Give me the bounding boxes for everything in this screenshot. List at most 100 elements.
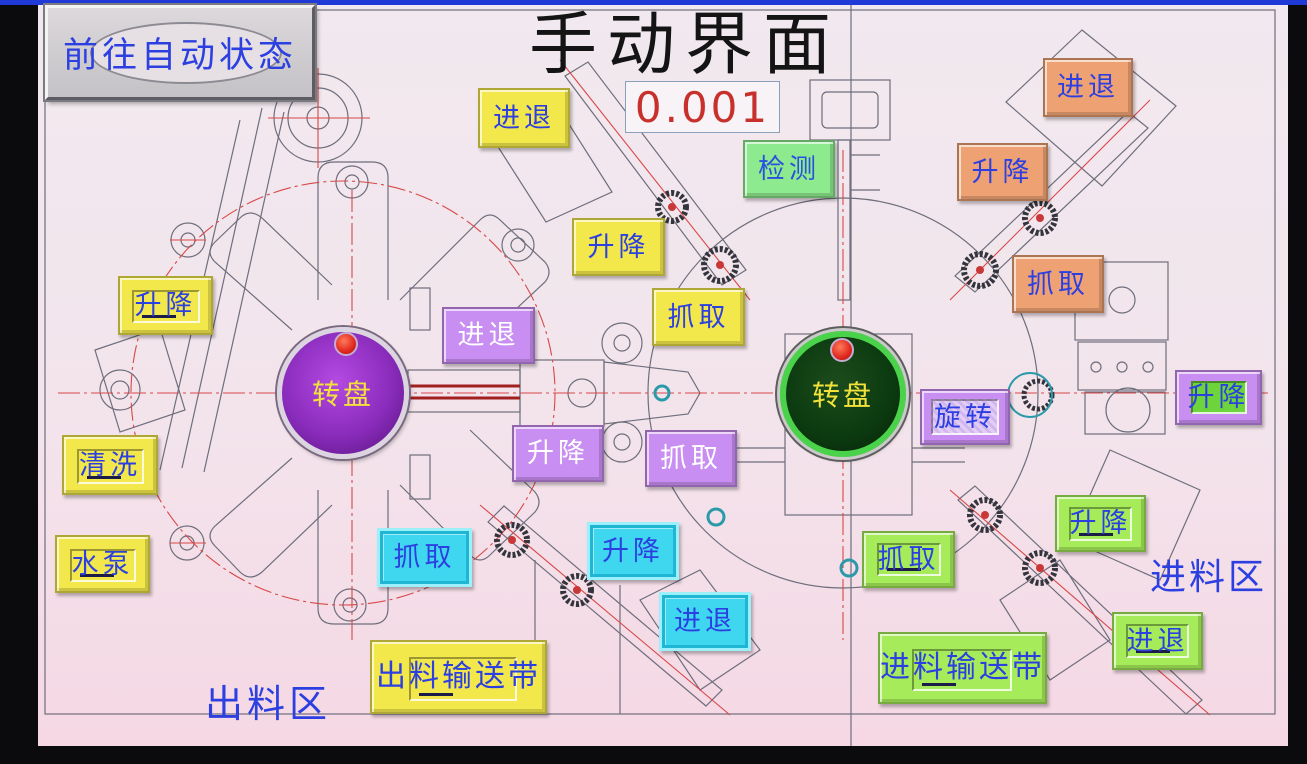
- right-station-lift-button[interactable]: 升降: [1175, 370, 1262, 425]
- arm-orange: [955, 112, 1148, 292]
- bolt-circle: [111, 381, 129, 399]
- gears: [497, 193, 1055, 604]
- orange-arm-grab-button[interactable]: 抓取: [1012, 255, 1104, 313]
- right-turntable-button[interactable]: 转盘: [780, 331, 906, 457]
- yellow-arm-grab-button[interactable]: 抓取: [652, 288, 745, 346]
- purple-arm-grab-label: 抓取: [660, 443, 722, 474]
- gear-hub: [573, 586, 581, 594]
- gear-outline: [964, 254, 996, 286]
- holder-top-right: [400, 215, 549, 352]
- goto-auto-mode-button[interactable]: 前往自动状态: [45, 5, 315, 100]
- left-turntable-label: 转盘: [311, 378, 374, 411]
- carriage-wheel: [614, 434, 630, 450]
- holder-bottom: [318, 490, 388, 624]
- detect-button[interactable]: 检测: [743, 140, 835, 198]
- arm-centerline: [950, 100, 1150, 300]
- yellow-arm-advance-button[interactable]: 进退: [478, 88, 570, 148]
- yellow-arm-lift-button[interactable]: 升降: [572, 218, 665, 276]
- bolt-circle: [511, 238, 525, 252]
- pump-label: 水泵: [71, 548, 134, 580]
- station-spindle: [1106, 388, 1150, 432]
- purple-arm-advance-button[interactable]: 进退: [442, 307, 535, 364]
- slide-block: [410, 455, 430, 499]
- green-arm-lift-button[interactable]: 升降: [1055, 495, 1146, 552]
- button-inner-panel: [877, 543, 941, 576]
- right-turntable-indicator: [830, 338, 854, 362]
- arm-orange-head: [1006, 30, 1176, 186]
- arm-cyan: [488, 506, 722, 706]
- carriage-wheel: [614, 335, 630, 351]
- green-arm-advance-label: 进退: [1126, 625, 1189, 657]
- holder-top-left: [210, 213, 332, 330]
- readout-value: 0.001: [634, 82, 771, 132]
- outfeed-conveyor-label: 出料输送带: [376, 659, 541, 694]
- button-inner-panel: [409, 657, 517, 701]
- button-inner-panel: [1126, 624, 1189, 658]
- infeed-conveyor-label: 进料输送带: [880, 650, 1045, 685]
- purple-arm-grab-button[interactable]: 抓取: [645, 430, 737, 487]
- station-lower: [1085, 392, 1165, 434]
- pump-button[interactable]: 水泵: [55, 535, 150, 593]
- inspection-window: [822, 92, 878, 128]
- arm-centerline: [560, 60, 750, 300]
- yellow-arm-lift-label: 升降: [587, 231, 650, 263]
- orange-arm-advance-button[interactable]: 进退: [1043, 58, 1133, 117]
- left-station-lift-label: 升降: [134, 290, 197, 321]
- page-title: 手动界面: [528, 6, 841, 85]
- infeed-conveyor-button[interactable]: 进料输送带: [878, 632, 1047, 704]
- gear-hub: [976, 266, 984, 274]
- right-turntable-label: 转盘: [811, 379, 874, 412]
- outfeed-conveyor-button[interactable]: 出料输送带: [370, 640, 547, 714]
- gear-hub: [1036, 214, 1044, 222]
- cyan-arm-grab-button[interactable]: 抓取: [377, 528, 472, 587]
- goto-auto-ellipse: [90, 22, 282, 84]
- bolt-circle: [100, 370, 140, 410]
- button-inner-panel: [132, 290, 200, 323]
- button-inner-panel: [912, 649, 1012, 691]
- arm-centerline: [480, 505, 730, 715]
- gripper-body: [604, 362, 700, 424]
- detect-label: 检测: [758, 153, 820, 185]
- cyan-arm-advance-label: 进退: [674, 606, 736, 637]
- purple-arm-lift-button[interactable]: 升降: [512, 425, 604, 482]
- gear-hub: [668, 203, 676, 211]
- station-block: [1078, 342, 1166, 390]
- gear-outline: [1025, 203, 1055, 233]
- cyan-arm-advance-button[interactable]: 进退: [659, 592, 751, 651]
- left-fixture: [95, 328, 185, 432]
- gear-outline: [658, 193, 686, 221]
- wash-button[interactable]: 清洗: [62, 435, 158, 495]
- right-station-lift-label: 升降: [1187, 382, 1250, 413]
- carriage-wheel: [602, 422, 642, 462]
- orange-arm-lift-button[interactable]: 升降: [957, 143, 1048, 201]
- gear-hub: [981, 511, 989, 519]
- button-inner-panel: [1191, 381, 1247, 414]
- gear-hub: [716, 261, 724, 269]
- green-arm-advance-button[interactable]: 进退: [1112, 612, 1203, 670]
- left-turntable-button[interactable]: 转盘: [277, 327, 409, 459]
- infeed-zone-label: 进料区: [1150, 557, 1268, 598]
- gear-hub: [1036, 564, 1044, 572]
- top-frame-strip: [0, 0, 1307, 5]
- slanted-frame-edge: [182, 108, 262, 468]
- arm-yellow: [565, 62, 746, 285]
- holder-bottom-left: [210, 458, 332, 577]
- green-arm-lift-label: 升降: [1069, 508, 1132, 539]
- rotate-button[interactable]: 旋转: [920, 389, 1010, 445]
- numeric-readout: 0.001: [625, 81, 780, 133]
- button-inner-panel: [931, 399, 999, 435]
- slide-block: [410, 288, 430, 330]
- goto-auto-label: 前往自动状态: [62, 36, 297, 76]
- transfer-shaft: [408, 370, 520, 412]
- outfeed-zone-label: 出料区: [205, 682, 332, 726]
- green-arm-grab-button[interactable]: 抓取: [862, 531, 955, 588]
- gear-outline: [704, 249, 736, 281]
- rotate-label: 旋转: [934, 401, 996, 433]
- cyan-arm-grab-label: 抓取: [393, 542, 456, 573]
- holder-top: [318, 162, 388, 300]
- drawing-centerlines: [58, 60, 1270, 715]
- cyan-arm-lift-button[interactable]: 升降: [587, 522, 679, 580]
- yellow-arm-grab-label: 抓取: [667, 301, 730, 333]
- purple-arm-lift-label: 升降: [527, 438, 589, 469]
- left-station-lift-button[interactable]: 升降: [118, 276, 213, 335]
